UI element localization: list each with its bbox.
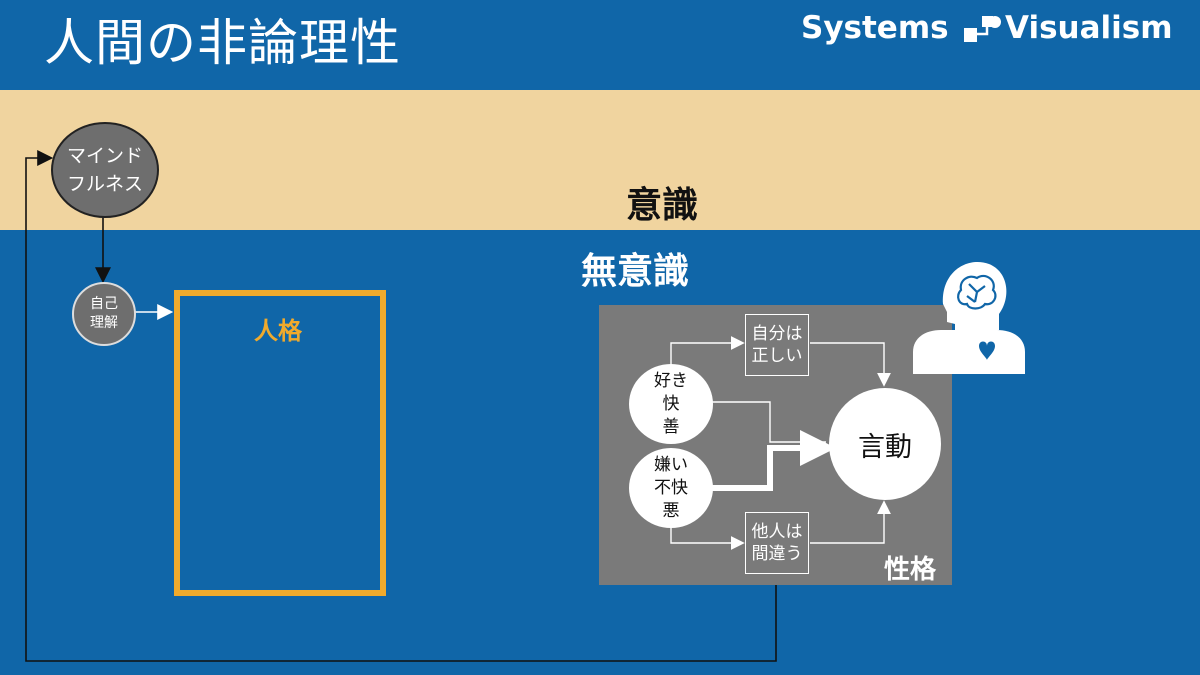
personality-label: 人格 xyxy=(254,317,302,345)
dislike-line1: 嫌い xyxy=(654,454,688,475)
dislike-line2: 不快 xyxy=(654,477,688,498)
character-label: 性格 xyxy=(884,555,937,585)
others-wrong-line2: 間違う xyxy=(751,544,803,564)
mindfulness-line1: マインド xyxy=(66,145,143,167)
person-brain-heart-icon xyxy=(911,250,1027,374)
self-right-line1: 自分は xyxy=(751,324,803,344)
others-wrong-line1: 他人は xyxy=(751,522,803,542)
like-line2: 快 xyxy=(662,393,680,414)
logo-text-right: Visualism xyxy=(1005,10,1173,46)
behavior-node: 言動 xyxy=(829,388,941,500)
logo-text-left: Systems xyxy=(801,10,949,46)
personality-frame xyxy=(174,290,386,596)
self-understanding-line1: 自己 xyxy=(90,296,118,312)
unconscious-label: 無意識 xyxy=(581,251,690,292)
conscious-band xyxy=(0,90,1200,230)
mindfulness-line2: フルネス xyxy=(66,173,143,195)
self-understanding-node: 自己 理解 xyxy=(72,282,136,346)
like-node: 好き 快 善 xyxy=(629,364,713,444)
page-title: 人間の非論理性 xyxy=(44,14,401,72)
dislike-node: 嫌い 不快 悪 xyxy=(629,448,713,528)
conscious-label: 意識 xyxy=(626,185,699,226)
self-right-box: 自分は 正しい xyxy=(745,314,809,376)
like-line1: 好き xyxy=(654,370,688,391)
self-understanding-line2: 理解 xyxy=(90,315,118,331)
systems-visualism-logo-icon xyxy=(962,12,1002,46)
dislike-line3: 悪 xyxy=(662,500,680,521)
mindfulness-node: マインド フルネス xyxy=(51,122,159,218)
self-right-line2: 正しい xyxy=(751,346,803,366)
others-wrong-box: 他人は 間違う xyxy=(745,512,809,574)
like-line3: 善 xyxy=(662,416,680,437)
